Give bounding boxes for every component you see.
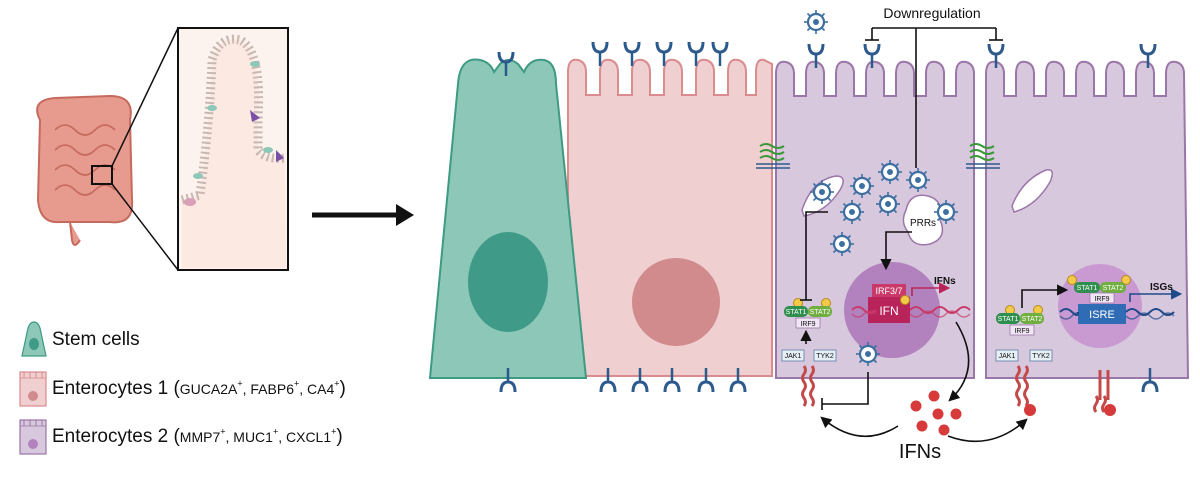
stat-complex-infected: STAT1 STAT2 IRF9 — [784, 298, 832, 329]
ifn-dna — [851, 306, 971, 314]
svg-text:IRF9: IRF9 — [1014, 328, 1029, 335]
svg-text:STAT1: STAT1 — [998, 316, 1019, 323]
stat-inhibition-line — [805, 211, 828, 300]
svg-text:JAK1: JAK1 — [785, 353, 802, 360]
stat-complex-nucleus: STAT1 STAT2 IRF9 — [1067, 275, 1131, 304]
legend-enterocytes-1: Enterocytes 1 (GUCA2A+, FABP6+, CA4+) — [52, 378, 346, 399]
isgs-arrow — [1129, 288, 1183, 302]
irf37-label: IRF3/7 — [875, 286, 902, 296]
jak-tyk-neighbor: JAK1 TYK2 — [995, 349, 1116, 416]
stem-cell — [428, 58, 588, 379]
downregulation-label: Downregulation — [883, 5, 980, 21]
svg-text:STAT1: STAT1 — [786, 309, 807, 316]
ifn-secretion-arrow — [948, 321, 970, 402]
marker-fabp6: FABP6 — [250, 381, 294, 397]
stat-complex-neighbor: STAT1 STAT2 IRF9 — [996, 305, 1044, 336]
legend-enterocytes-2: Enterocytes 2 (MMP7+, MUC1+, CXCL1+) — [52, 426, 343, 447]
svg-text:STAT2: STAT2 — [1103, 285, 1124, 292]
legend-ent2-title: Enterocytes 2 — [52, 426, 169, 447]
marker-mmp7: MMP7 — [179, 429, 221, 445]
stem-nucleus — [468, 232, 548, 332]
intestine-icon — [36, 94, 134, 246]
jak-tyk-infected: JAK1 TYK2 — [781, 349, 837, 407]
svg-text:STAT2: STAT2 — [810, 309, 831, 316]
prrs-arrow — [880, 231, 912, 271]
prrs-label: PRRs — [910, 218, 936, 229]
downregulation-bracket — [865, 27, 1003, 168]
enterocyte-1-cell — [567, 58, 773, 377]
zoom-line-top — [111, 27, 179, 167]
enterocyte-1-legend-icon — [19, 371, 47, 407]
enterocyte-1-nucleus — [632, 258, 720, 346]
arrow-icon — [396, 204, 414, 226]
marker-ca4: CA4 — [307, 381, 335, 397]
villus-icon — [177, 27, 289, 271]
virus-inhibition-line — [822, 372, 869, 405]
isre-label: ISRE — [1089, 309, 1115, 321]
irf37-box — [872, 284, 906, 297]
ifn-gene-label: IFN — [879, 304, 898, 318]
svg-text:TYK2: TYK2 — [1032, 353, 1050, 360]
svg-text:STAT2: STAT2 — [1022, 316, 1043, 323]
enterocyte-2-legend-icon — [19, 419, 47, 455]
svg-text:TYK2: TYK2 — [816, 353, 834, 360]
legend-ent1-title: Enterocytes 1 — [52, 378, 169, 399]
zoom-box — [91, 165, 113, 185]
marker-cxcl1: CXCL1 — [286, 429, 332, 445]
legend-stem-label: Stem cells — [52, 329, 140, 350]
prrs-blob — [902, 194, 944, 246]
svg-text:IRF9: IRF9 — [1094, 296, 1109, 303]
marker-guca2a: GUCA2A — [179, 381, 238, 397]
isgs-label: ISGs — [1150, 282, 1173, 293]
stat-to-nucleus-arrow — [1021, 284, 1069, 308]
stem-cell-legend-icon — [21, 321, 47, 357]
ifns-small-label: IFNs — [934, 276, 956, 287]
marker-muc1: MUC1 — [233, 429, 273, 445]
ifns-big-label: IFNs — [899, 441, 941, 463]
vesicle-2 — [1011, 169, 1053, 213]
legend-stem: Stem cells — [52, 329, 140, 351]
ifn-paracrine-arrow — [947, 418, 1028, 443]
isre-box — [1078, 304, 1126, 324]
svg-text:STAT1: STAT1 — [1077, 285, 1098, 292]
zoom-line-bottom — [111, 183, 179, 271]
svg-text:IRF9: IRF9 — [800, 321, 815, 328]
ifn-autocrine-arrow — [820, 416, 899, 438]
tight-junction-icon — [759, 143, 995, 161]
ifn-transcription-arrow — [911, 282, 951, 296]
ifn-molecules — [910, 390, 962, 436]
svg-text:JAK1: JAK1 — [999, 353, 1016, 360]
